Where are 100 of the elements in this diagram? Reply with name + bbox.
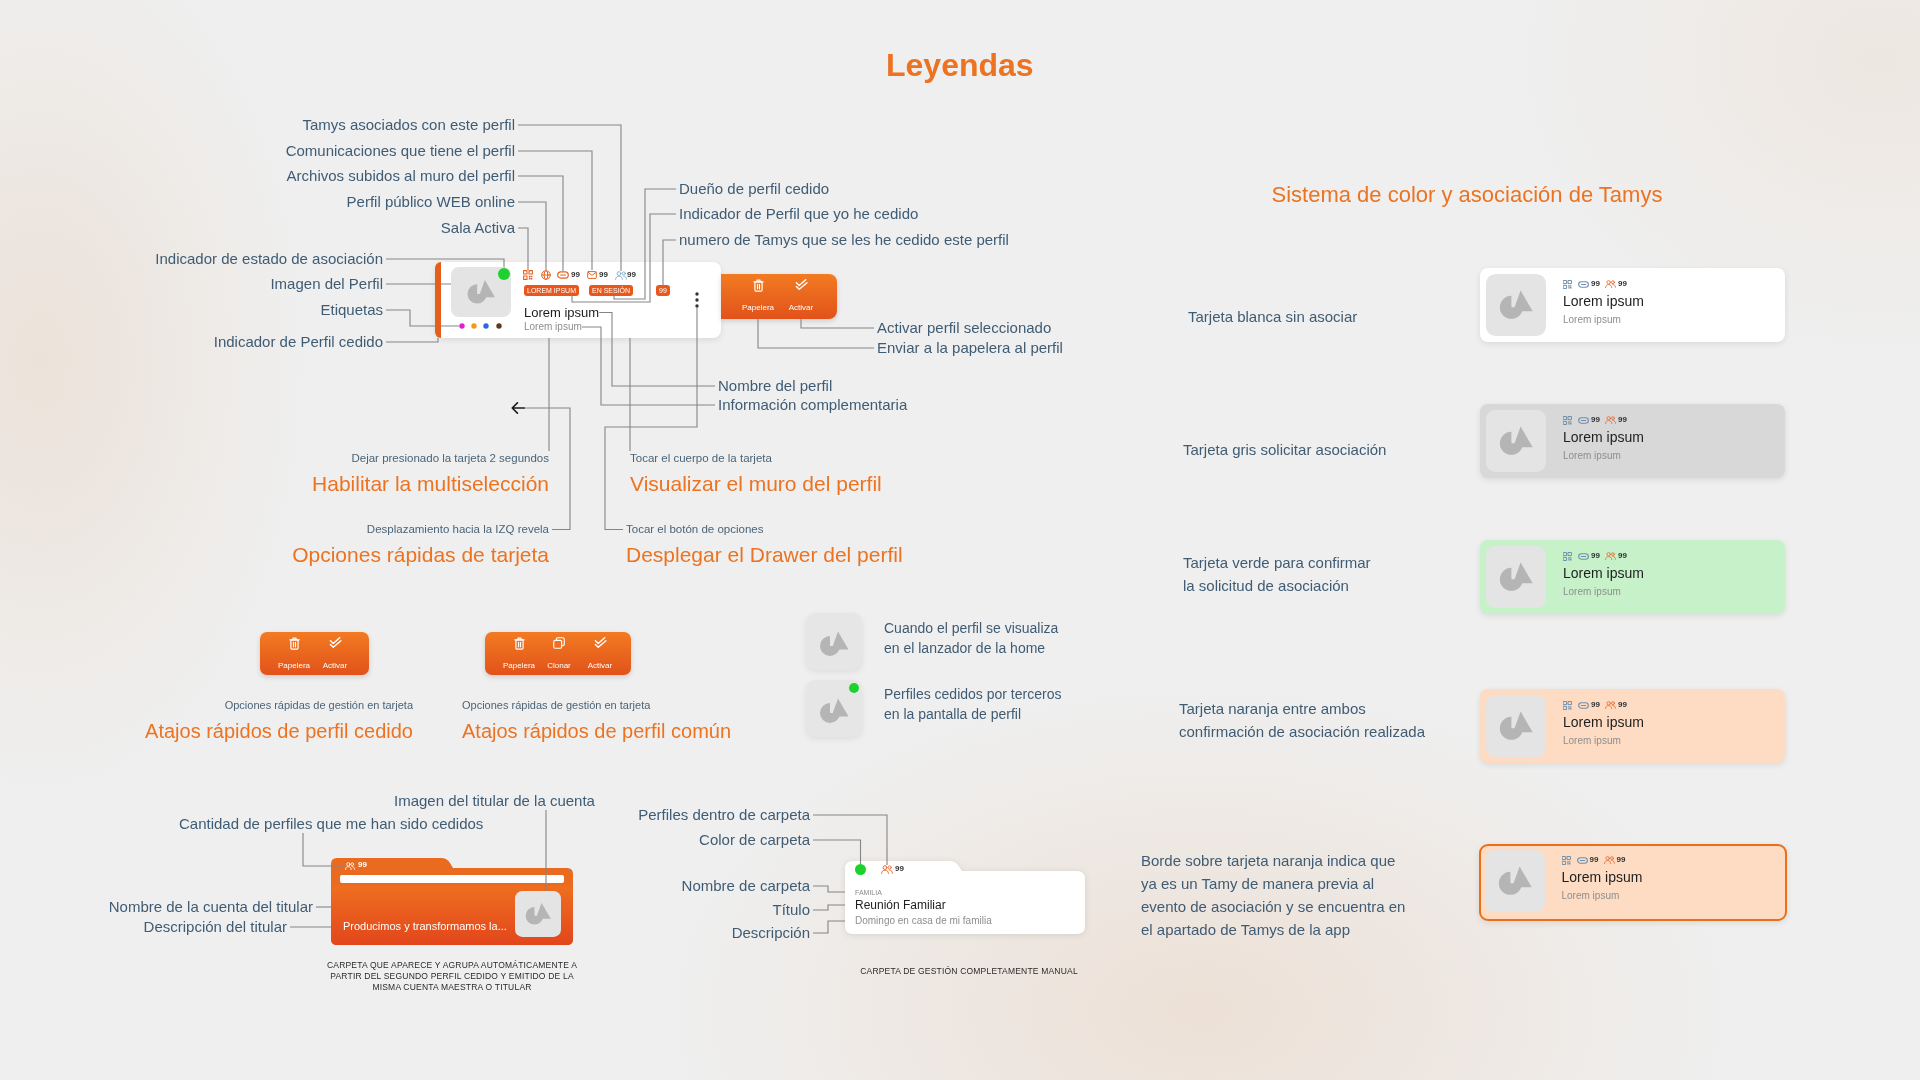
leader-line xyxy=(629,337,631,452)
caption-text: Opciones rápidas de gestión en tarjeta xyxy=(224,698,413,712)
callout-label: Color de carpeta xyxy=(696,831,813,849)
leader-line xyxy=(757,318,875,349)
feature-heading: Atajos rápidos de perfil cedido xyxy=(145,719,413,743)
instruction-text: Tocar el cuerpo de la tarjeta xyxy=(629,451,773,466)
count-text: 99 xyxy=(1591,415,1600,425)
quick-actions-bar xyxy=(721,274,837,319)
callout-label: Tamys asociados con este perfil xyxy=(299,116,518,134)
callout-label: Indicador de Perfil que yo he cedido xyxy=(676,205,922,223)
count-text: 99 xyxy=(1591,700,1600,710)
count-text: 99 xyxy=(1589,854,1599,865)
callout-label: numero de Tamys que se les he cedido este perfil xyxy=(676,231,1012,249)
instruction-text: Tocar el botón de opciones xyxy=(625,522,765,537)
description-text: Tarjeta blanca sin asociar xyxy=(1188,307,1358,327)
callout-label: Comunicaciones que tiene el perfil xyxy=(282,142,518,160)
profile-name: Lorem ipsum xyxy=(1563,293,1644,310)
action-heading: Opciones rápidas de tarjeta xyxy=(291,542,550,568)
leader-line xyxy=(812,885,846,893)
folder-title: Reunión Familiar xyxy=(855,898,946,912)
callout-label: Indicador de estado de asociación xyxy=(152,250,386,268)
leader-line xyxy=(545,809,547,892)
section-heading: Sistema de color y asociación de Tamys xyxy=(1271,182,1663,208)
count-text: 99 xyxy=(1618,700,1627,710)
leader-line xyxy=(517,227,529,271)
action-label: Papelera xyxy=(278,661,310,671)
count-text: 99 xyxy=(1618,551,1627,561)
callout-label: Descripción del titular xyxy=(140,918,290,936)
description-text: Tarjeta verde para confirmar la solicitud de asociación xyxy=(1183,553,1372,596)
count-text: 99 xyxy=(1616,854,1626,865)
profile-name: Lorem ipsum xyxy=(1563,565,1644,582)
callout-label: Dueño de perfil cedido xyxy=(676,180,833,198)
count-text: 99 xyxy=(895,864,904,874)
callout-label: Activar perfil seleccionado xyxy=(874,319,1055,337)
profile-info: Lorem ipsum xyxy=(524,321,582,333)
count-text: 99 xyxy=(571,270,580,280)
callout-label: Etiquetas xyxy=(317,301,386,319)
instruction-text: Desplazamiento hacia la IZQ revela xyxy=(365,522,550,537)
instruction-text: Dejar presionado la tarjeta 2 segundos xyxy=(350,451,550,466)
leader-line xyxy=(581,326,716,406)
profile-name: Lorem ipsum xyxy=(1561,868,1643,886)
profile-name: Lorem ipsum xyxy=(1563,429,1644,446)
description-text: Borde sobre tarjeta naranja indica que ya es un Tamy de manera previa al evento de asociación y se encuentra en el apartado de Tamys de la app xyxy=(1141,851,1407,940)
callout-label: Descripción xyxy=(728,924,813,942)
action-label: Activar xyxy=(322,661,348,671)
callout-label: Cantidad de perfiles que me han sido cedidos xyxy=(176,815,487,833)
leader-line xyxy=(800,318,875,329)
leader-line xyxy=(812,814,888,866)
description-text: Tarjeta gris solicitar asociación xyxy=(1183,440,1387,460)
caption-text: CARPETA DE GESTIÓN COMPLETAMENTE MANUAL xyxy=(859,966,1079,977)
folder-description: Producimos y transformamos la... xyxy=(343,920,507,933)
leader-line xyxy=(598,311,716,387)
avatar-tile xyxy=(806,680,862,737)
count-text: 99 xyxy=(1618,415,1627,425)
description-text: Cuando el perfil se visualiza en el lanzador de la home xyxy=(884,619,1060,658)
action-label: Papelera xyxy=(503,661,535,671)
action-heading: Visualizar el muro del perfil xyxy=(629,471,883,497)
profile-card xyxy=(1480,540,1785,614)
leader-line xyxy=(302,832,346,867)
count-text: 99 xyxy=(1618,279,1627,289)
caption-text: Opciones rápidas de gestión en tarjeta xyxy=(462,698,651,712)
leader-line xyxy=(517,150,593,271)
profile-info: Lorem ipsum xyxy=(1563,734,1621,747)
quick-actions-bar xyxy=(260,632,369,675)
count-text: 99 xyxy=(627,270,636,280)
feature-heading: Atajos rápidos de perfil común xyxy=(462,719,732,743)
callout-label: Enviar a la papelera al perfil xyxy=(874,339,1066,357)
profile-card xyxy=(1480,268,1785,342)
indicator-bar xyxy=(435,262,441,338)
count-text: 99 xyxy=(599,270,608,280)
callout-label: Imagen del titular de la cuenta xyxy=(391,792,598,810)
profile-info: Lorem ipsum xyxy=(1563,449,1621,462)
callout-label: Sala Activa xyxy=(437,219,518,237)
leader-line xyxy=(662,239,677,286)
leader-line xyxy=(517,175,564,272)
leader-line xyxy=(812,920,846,934)
quick-actions-bar xyxy=(485,632,631,675)
caption-text: CARPETA QUE APARECE Y AGRUPA AUTOMÁTICAMENTE A PARTIR DEL SEGUNDO PERFIL CEDIDO Y EMITIDO DE LA MISMA CUENTA MAESTRA O TITULAR xyxy=(325,960,579,993)
avatar-tile xyxy=(806,613,862,670)
count-text: 99 xyxy=(358,860,367,870)
leader-line xyxy=(289,926,332,928)
callout-label: Imagen del Perfil xyxy=(267,275,386,293)
leader-line xyxy=(385,337,439,343)
folder-description: Domingo en casa de mi familia xyxy=(855,915,992,927)
leader-line xyxy=(385,283,452,285)
count-text: 99 xyxy=(1591,279,1600,289)
profile-card xyxy=(435,262,721,338)
action-heading: Habilitar la multiselección xyxy=(311,471,550,497)
profile-name: Lorem ipsum xyxy=(524,305,600,320)
action-label: Papelera xyxy=(742,303,774,313)
profile-card xyxy=(1480,689,1785,763)
leader-line xyxy=(812,904,846,911)
action-heading: Desplegar el Drawer del perfil xyxy=(625,542,904,568)
profile-card xyxy=(1479,844,1787,921)
callout-label: Nombre de la cuenta del titular xyxy=(105,898,316,916)
callout-label: Nombre del perfil xyxy=(715,377,836,395)
leader-line xyxy=(604,307,698,531)
description-text: Perfiles cedidos por terceros en la pantalla de perfil xyxy=(884,685,1063,724)
leader-line xyxy=(315,906,332,908)
profile-info: Lorem ipsum xyxy=(1563,585,1621,598)
